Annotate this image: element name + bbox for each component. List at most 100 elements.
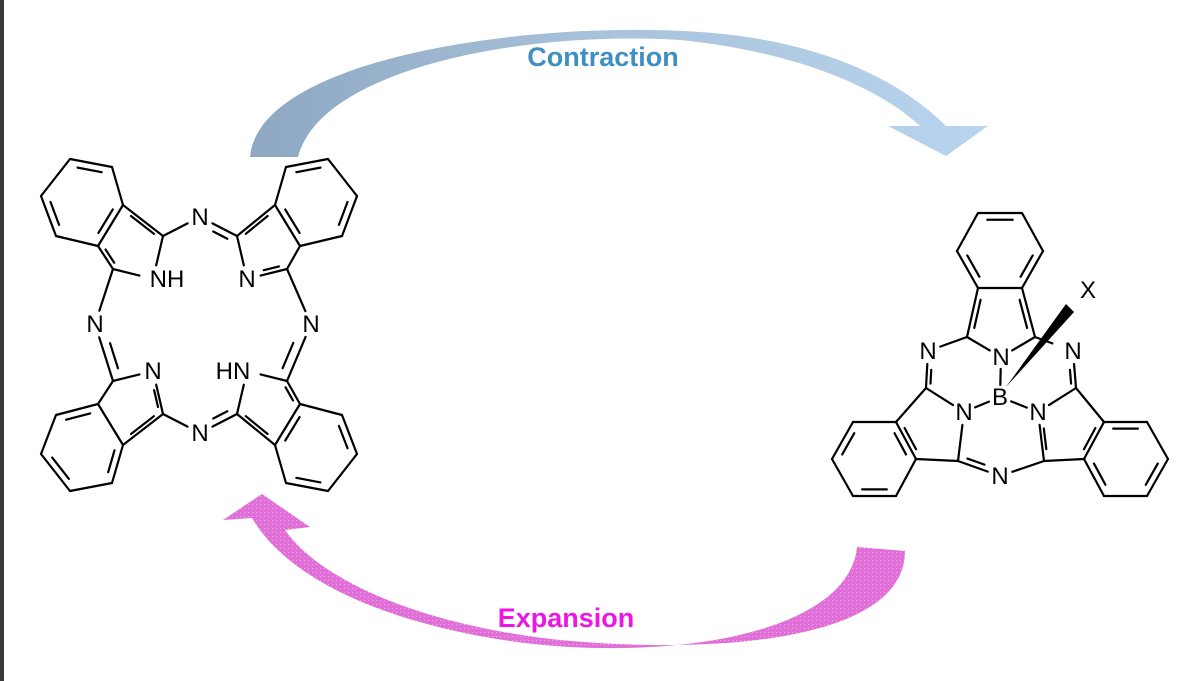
contraction-label: Contraction xyxy=(527,42,679,72)
atom-label-meso-n-bottom: N xyxy=(191,420,208,447)
bond xyxy=(924,362,929,390)
contraction-arrow-body xyxy=(250,29,988,157)
double-bond-line xyxy=(262,265,280,272)
benzo-ring-left-double-bond xyxy=(841,432,856,456)
expansion-arrow-body xyxy=(223,494,905,649)
benzo-ring-top-right-bond xyxy=(298,234,344,248)
bond xyxy=(235,234,245,267)
benzo-ring-top-left-bond xyxy=(68,157,114,169)
bond xyxy=(235,412,277,447)
double-bond-line xyxy=(1068,368,1073,385)
atom-label-hn-bottom-right: HN xyxy=(216,358,251,385)
bond xyxy=(121,412,165,447)
expansion-label: Expansion xyxy=(498,603,635,633)
bond xyxy=(1047,386,1078,407)
bond xyxy=(924,386,955,407)
bond xyxy=(1020,286,1037,339)
bond xyxy=(111,267,141,277)
benzo-ring-bottom-right-double-bond xyxy=(284,415,301,442)
double-bond-line xyxy=(929,368,933,385)
benzo-ring-left-double-bond xyxy=(893,432,908,456)
atom-label-n-bottom-left: N xyxy=(144,358,161,385)
benzo-ring-top-bond xyxy=(955,211,980,253)
bond xyxy=(121,203,165,238)
bond xyxy=(259,373,289,383)
expansion-arrow: Expansion xyxy=(223,494,905,649)
double-bond-line xyxy=(153,389,160,409)
benzo-ring-bottom-right-bond xyxy=(340,413,359,456)
double-bond-line xyxy=(966,457,986,466)
atom-label-meso-n-left: N xyxy=(86,311,103,338)
benzo-ring-bottom-left-bond xyxy=(68,481,114,493)
benzo-ring-bottom-left-bond xyxy=(54,402,100,417)
wedge-bond-to-x xyxy=(1006,304,1074,387)
atom-label-nh-top-left: NH xyxy=(150,266,185,293)
double-bond-line xyxy=(129,214,156,235)
bond xyxy=(96,244,115,271)
benzo-ring-bottom-right-bond xyxy=(298,402,344,417)
atom-label-n-inner-right: N xyxy=(1029,399,1046,426)
double-bond-line xyxy=(284,386,295,402)
benzo-ring-bottom-left-bond xyxy=(110,443,125,485)
benzo-ring-top-left-bond xyxy=(54,234,100,248)
benzo-ring-bottom-left-bond xyxy=(96,402,125,447)
bond xyxy=(98,336,115,383)
benzo-ring-top-left-bond xyxy=(39,157,72,198)
benzo-ring-top-right-bond xyxy=(326,157,359,198)
bond xyxy=(285,379,302,406)
bond xyxy=(1011,335,1037,352)
bond xyxy=(211,412,239,428)
bond xyxy=(211,222,239,238)
atom-label-n-top-right: N xyxy=(238,266,255,293)
benzo-ring-left-bond xyxy=(894,457,918,498)
benzo-ring-top-bond xyxy=(1020,249,1045,290)
benzo-ring-bottom-left-bond xyxy=(39,452,72,493)
boron-n-bond xyxy=(1010,400,1028,409)
double-bond-line xyxy=(212,410,229,420)
bond xyxy=(956,459,989,473)
bond xyxy=(155,383,165,416)
bond xyxy=(285,244,302,271)
benzo-ring-top-left-double-bond xyxy=(49,200,61,226)
benzo-ring-top-double-bond xyxy=(966,254,981,278)
bond xyxy=(965,335,991,352)
benzo-ring-top-bond xyxy=(1020,211,1045,253)
benzo-ring-right-double-bond xyxy=(1092,462,1107,486)
bond xyxy=(1038,423,1046,463)
double-bond-line xyxy=(244,214,269,235)
double-bond-line xyxy=(1082,426,1097,451)
benzo-ring-bottom-left-bond xyxy=(39,413,58,456)
contraction-arrow: Contraction xyxy=(250,29,988,157)
benzo-ring-right-bond xyxy=(1145,420,1170,461)
atom-label-boron: B xyxy=(992,384,1008,411)
benzo-ring-top-right-bond xyxy=(284,157,330,169)
benzo-ring-top-right-double-bond xyxy=(295,166,322,174)
benzo-ring-top-right-bond xyxy=(340,194,359,238)
benzo-ring-top-bond xyxy=(955,249,980,290)
bond xyxy=(1042,457,1086,463)
bond xyxy=(96,379,115,406)
double-bond-line xyxy=(104,248,116,264)
atom-label-meso-n-left: N xyxy=(919,338,936,365)
bond xyxy=(965,286,980,339)
left-frame-border xyxy=(0,0,4,681)
benzo-ring-bottom-right-double-bond xyxy=(337,424,349,450)
benzo-ring-bottom-right-double-bond xyxy=(295,476,322,484)
double-bond-line xyxy=(1042,427,1048,451)
bond xyxy=(235,203,277,238)
benzo-ring-bottom-left-double-bond xyxy=(51,456,70,480)
benzo-ring-top-left-bond xyxy=(96,203,125,248)
bond xyxy=(939,335,969,348)
bond xyxy=(98,267,115,312)
bond xyxy=(285,335,307,383)
benzo-ring-top-right-bond xyxy=(273,203,302,248)
benzo-ring-bottom-right-bond xyxy=(273,443,288,485)
bond xyxy=(161,222,189,238)
bond xyxy=(285,267,307,313)
benzo-ring-bottom-right-bond xyxy=(326,452,359,493)
atom-label-meso-n-top: N xyxy=(191,204,208,231)
bond xyxy=(155,234,165,267)
atom-label-meso-n-right: N xyxy=(302,311,319,338)
double-bond-line xyxy=(281,341,295,370)
